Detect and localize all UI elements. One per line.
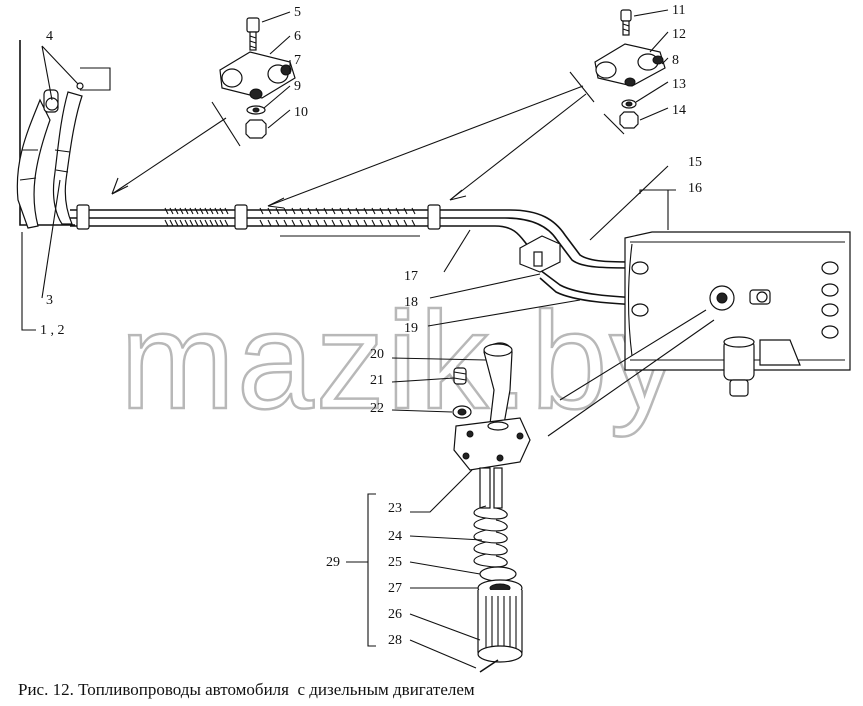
figure-caption: Рис. 12. Топливопроводы автомобиля с диз…: [18, 680, 475, 699]
left-fuel-hoses: [16, 40, 111, 229]
label-18: 18: [404, 295, 418, 310]
label-29: 29: [326, 555, 340, 570]
label-27: 27: [388, 581, 402, 596]
fuel-tank: [624, 190, 851, 397]
label-21: 21: [370, 373, 384, 388]
label-6: 6: [294, 29, 301, 44]
label-24: 24: [388, 529, 402, 544]
label-4: 4: [46, 29, 53, 44]
label-8: 8: [672, 53, 679, 68]
label-23: 23: [388, 501, 402, 516]
label-7: 7: [294, 53, 301, 68]
clamp-assembly-right: [594, 9, 666, 129]
clamp-pointer-arrows: [111, 71, 625, 209]
left-leaders: [21, 45, 79, 331]
watermark: mazik.by: [120, 284, 680, 438]
tank-leaders: [547, 165, 715, 437]
label-12: 12: [672, 27, 686, 42]
label-leaders-top: [261, 9, 669, 129]
label-26: 26: [388, 607, 402, 622]
label-28: 28: [388, 633, 402, 648]
label-10: 10: [294, 105, 308, 120]
label-25: 25: [388, 555, 402, 570]
main-fuel-lines: [70, 204, 850, 308]
label-16: 16: [688, 181, 702, 196]
label-17: 17: [404, 269, 418, 284]
label-22: 22: [370, 401, 384, 416]
label-14: 14: [672, 103, 686, 118]
label-3: 3: [46, 293, 53, 308]
filter-leaders: [346, 357, 487, 669]
label-13: 13: [672, 77, 686, 92]
label-9: 9: [294, 79, 301, 94]
label-20: 20: [370, 347, 384, 362]
label-1-2: 1 , 2: [40, 323, 65, 338]
label-19: 19: [404, 321, 418, 336]
label-15: 15: [688, 155, 702, 170]
junction-block: [427, 229, 581, 327]
clamp-assembly-left: [219, 17, 296, 139]
label-11: 11: [672, 3, 685, 18]
label-5: 5: [294, 5, 301, 20]
fuel-intake-assembly: [452, 342, 531, 673]
